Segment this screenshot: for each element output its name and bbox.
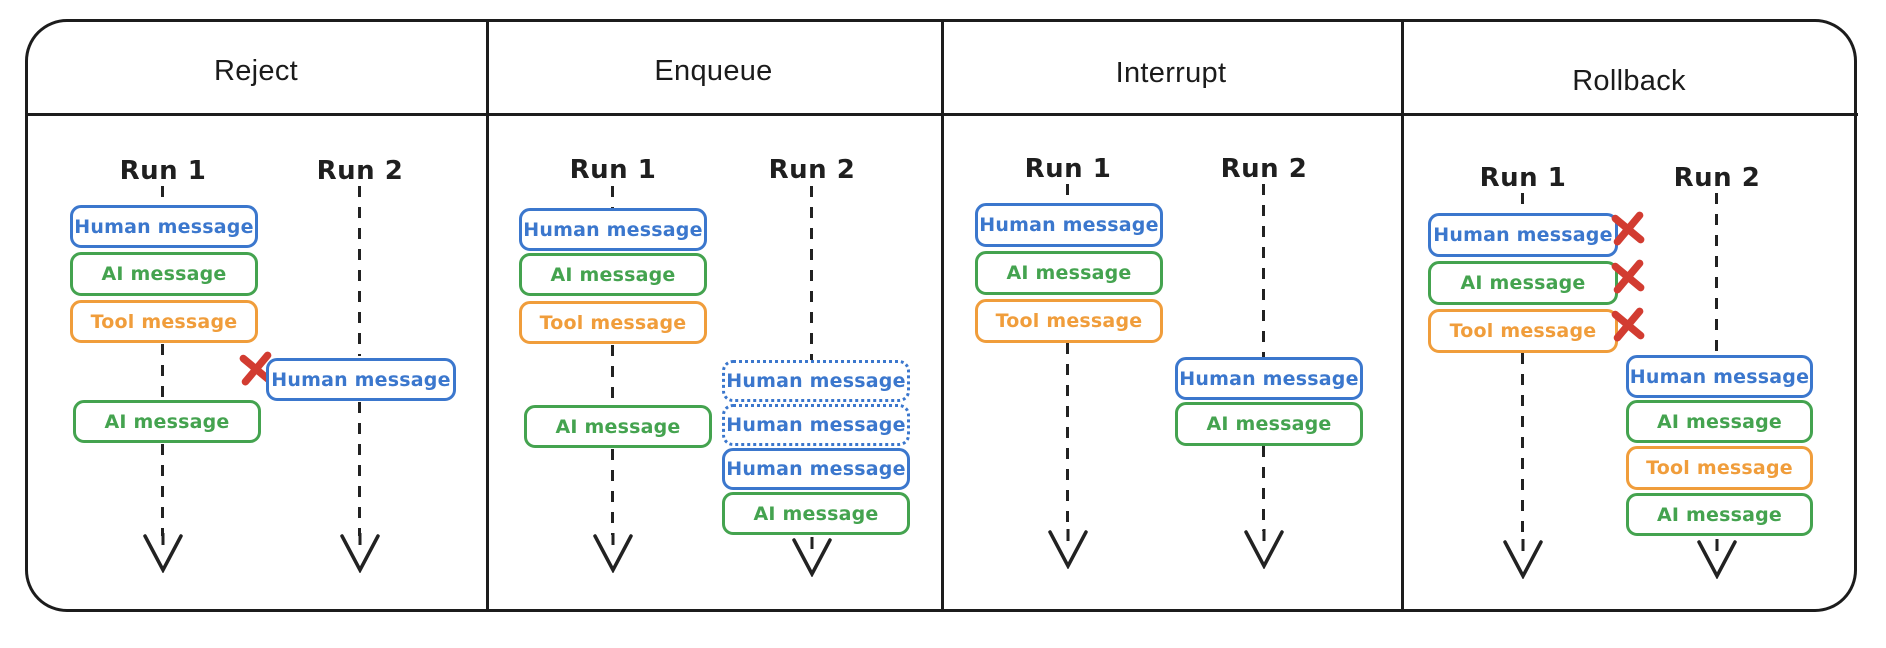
human-message-box: Human message [1626,355,1813,398]
arrow-down-icon [143,533,183,573]
timeline-dashed-line [1262,184,1265,357]
timeline-dashed-line [611,449,614,535]
timeline-dashed-line [1262,446,1265,531]
arrow-down-icon [1244,529,1284,569]
arrow-down-icon [1697,539,1737,579]
ai-message-box: AI message [1626,400,1813,443]
run-label: Run 2 [1220,154,1308,184]
run-label: Run 1 [1479,163,1567,193]
header-separator [26,113,1858,116]
ai-message-box: AI message [70,252,258,296]
run-label: Run 1 [569,155,657,185]
timeline-dashed-line [611,345,614,405]
arrow-down-icon [340,533,380,573]
timeline-dashed-line [1066,343,1069,531]
run-label: Run 2 [1673,163,1761,193]
run-label: Run 2 [768,155,856,185]
tool-message-box: Tool message [1626,446,1813,490]
arrow-down-icon [593,533,633,573]
tool-message-box: Tool message [1428,309,1618,353]
column-title-rollback: Rollback [1572,65,1686,97]
arrow-down-icon [1503,539,1543,579]
timeline-dashed-line [358,186,361,356]
human-message-box: Human message [722,448,910,490]
column-title-interrupt: Interrupt [1115,57,1227,89]
human-message-box: Human message [1175,357,1363,400]
human-message-box-queued: Human message [722,404,910,446]
x-icon [239,351,273,386]
human-message-box: Human message [266,358,456,401]
run-label: Run 2 [316,156,404,186]
run-label: Run 1 [1024,154,1112,184]
human-message-box: Human message [975,203,1163,247]
column-title-enqueue: Enqueue [654,55,773,87]
column-divider [941,21,944,611]
x-icon [1611,307,1645,342]
arrow-down-icon [792,537,832,577]
tool-message-box: Tool message [519,301,707,344]
ai-message-box: AI message [1626,493,1813,536]
ai-message-box: AI message [1175,402,1363,446]
tool-message-box: Tool message [70,300,258,343]
timeline-dashed-line [611,186,614,208]
timeline-dashed-line [1715,193,1718,355]
ai-message-box: AI message [1428,261,1618,305]
timeline-dashed-line [1521,193,1524,213]
timeline-dashed-line [358,402,361,536]
human-message-box: Human message [70,205,258,248]
timeline-dashed-line [1066,184,1069,203]
run-label: Run 1 [119,156,207,186]
ai-message-box: AI message [722,492,910,535]
ai-message-box: AI message [73,400,261,443]
x-icon [1611,211,1645,246]
timeline-dashed-line [161,186,164,205]
timeline-dashed-line [810,186,813,360]
arrow-down-icon [1048,529,1088,569]
x-icon [1611,259,1645,294]
timeline-dashed-line [1521,353,1524,539]
ai-message-box: AI message [975,251,1163,295]
column-divider [486,21,489,611]
timeline-dashed-line [161,344,164,400]
human-message-box: Human message [519,208,707,251]
timeline-dashed-line [161,444,164,536]
column-title-reject: Reject [214,55,298,87]
tool-message-box: Tool message [975,299,1163,343]
ai-message-box: AI message [519,253,707,296]
column-divider [1401,21,1404,611]
human-message-box-queued: Human message [722,360,910,402]
human-message-box: Human message [1428,213,1618,257]
ai-message-box: AI message [524,405,712,448]
